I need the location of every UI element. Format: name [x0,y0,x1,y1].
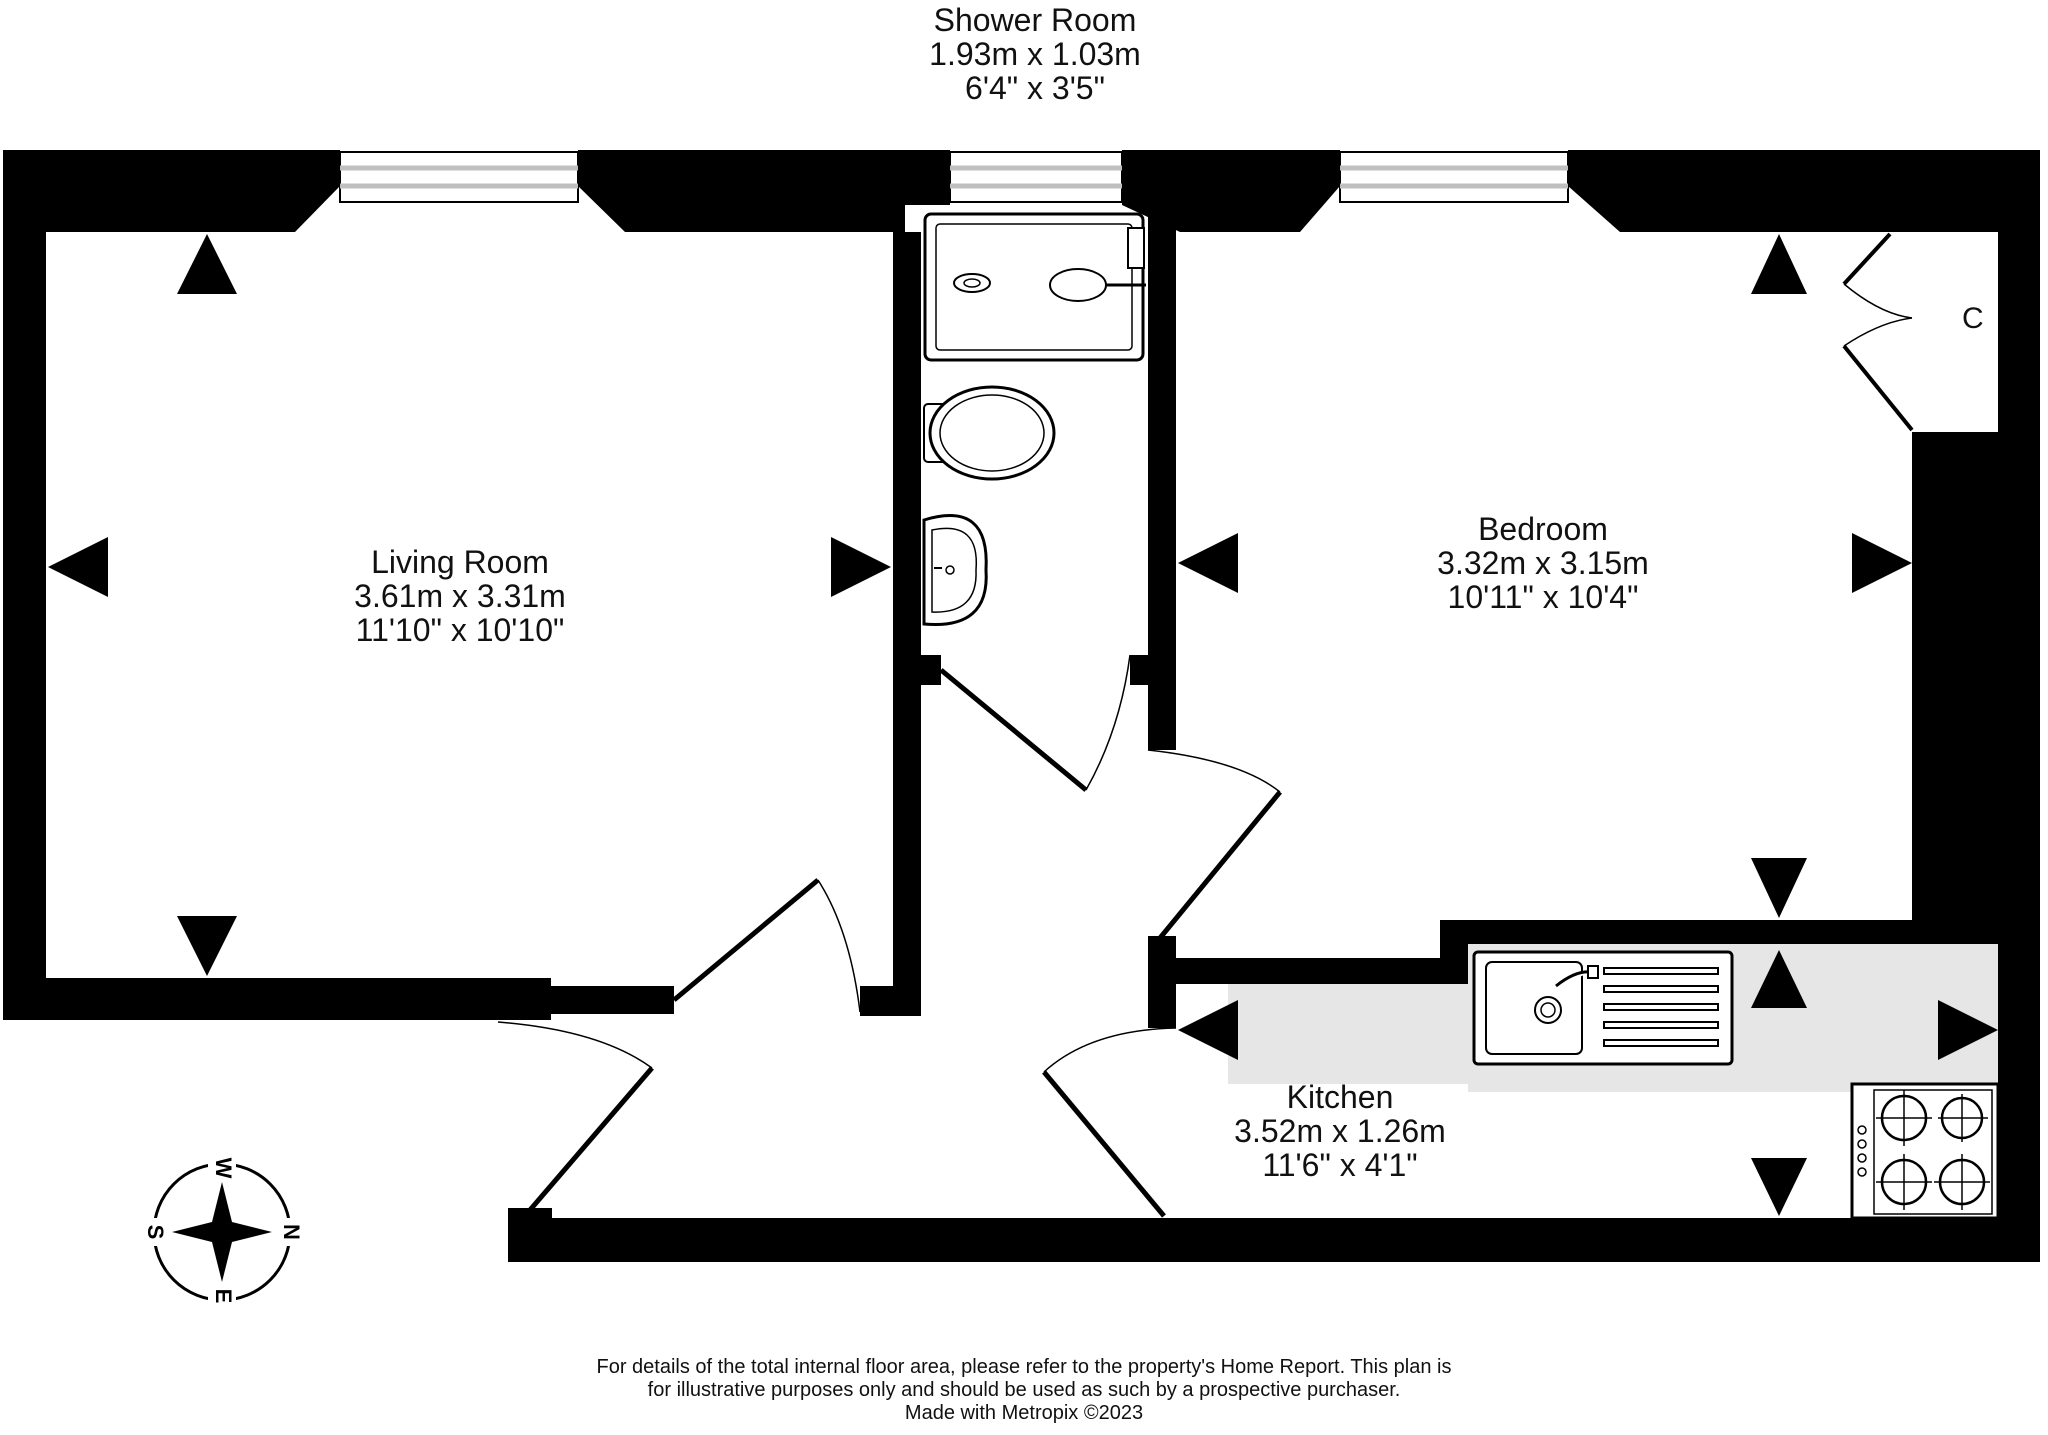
wall-top-shower-a [905,150,950,205]
wall-shower-right [1148,205,1176,655]
room-name: Kitchen [1286,1079,1394,1115]
wall-bedroom-bottom [1176,920,1998,984]
wall-kitchen-left [1148,936,1176,1028]
door-entrance [497,1021,654,1212]
disclaimer-line-1: For details of the total internal floor … [596,1356,1452,1378]
wall-bottom-stub [508,1208,552,1262]
measurement-arrows [48,234,1998,1216]
arrow-kitchen-top [1751,950,1807,1008]
arrow-living-bottom [177,916,237,976]
arrow-kitchen-right [1938,1000,1998,1060]
window-living [339,151,579,203]
shower-fixtures [922,212,1146,627]
arrow-living-left [48,537,108,597]
room-name: Shower Room [933,2,1137,38]
wall-shower-left-stub [893,655,941,685]
kitchen-sink [1472,950,1734,1066]
wall-bottom [508,1218,2040,1262]
shower-tray [923,212,1146,362]
closet-label: C [1962,302,1984,335]
hob [1850,1082,2000,1220]
room-label-living: Living Room 3.61m x 3.31m 11'10" x 10'10… [260,545,660,647]
wall-bottom-living-b [540,986,674,1014]
windows [339,151,1569,203]
wall-living-right-stub [860,986,921,1016]
arrow-bedroom-bottom [1751,858,1807,918]
drainer-ribs [1603,967,1719,1047]
room-label-bedroom: Bedroom 3.32m x 3.15m 10'11" x 10'4" [1343,512,1743,614]
wall-top-living-a [3,150,340,232]
wall-bottom-living [3,978,551,1020]
door-bedroom [1147,749,1282,940]
arrow-bedroom-right [1852,533,1912,593]
compass-north: N [279,1224,304,1240]
toilet [923,385,1056,481]
compass-west: W [211,1158,236,1179]
room-imperial: 11'6" x 4'1" [1262,1147,1418,1183]
wall-top-shower-b [1122,150,1340,232]
compass-east: E [211,1289,236,1304]
room-name: Living Room [371,544,549,580]
walls [3,150,2040,1262]
window-shower [949,151,1123,203]
wall-shower-right-stub [1130,655,1176,685]
arrow-kitchen-bottom [1751,1158,1807,1216]
doors [497,232,1914,1218]
room-label-shower: Shower Room 1.93m x 1.03m 6'4" x 3'5" [835,3,1235,105]
arrow-bedroom-left [1178,533,1238,593]
room-imperial: 11'10" x 10'10" [355,612,565,648]
arrow-living-top [177,234,237,294]
arrow-kitchen-left [1178,1000,1238,1060]
closet-doors [1842,232,1914,432]
compass-south: S [143,1225,168,1240]
wall-left [3,150,46,1020]
door-shower [939,654,1131,792]
disclaimer: For details of the total internal floor … [424,1356,1624,1425]
arrow-living-right [831,537,891,597]
room-metric: 1.93m x 1.03m [929,36,1141,72]
wall-top-living-b [578,150,905,232]
disclaimer-line-2: for illustrative purposes only and shoul… [647,1379,1401,1401]
door-kitchen [1042,1027,1177,1218]
wall-right-bulge [1912,432,2002,944]
room-name: Bedroom [1478,511,1608,547]
compass-icon: W E S N [140,1154,304,1310]
room-imperial: 6'4" x 3'5" [965,70,1105,106]
arrow-bedroom-top [1751,234,1807,294]
wall-right [1998,150,2040,1262]
wall-top-bedroom [1568,150,2040,232]
window-bedroom [1339,151,1569,203]
kitchen-fixtures [1472,950,2000,1220]
wall-living-right [893,232,921,1016]
room-metric: 3.61m x 3.31m [354,578,566,614]
room-metric: 3.32m x 3.15m [1437,545,1649,581]
room-label-kitchen: Kitchen 3.52m x 1.26m 11'6" x 4'1" [1140,1080,1540,1182]
wall-bedroom-left [1148,685,1176,750]
disclaimer-line-3: Made with Metropix ©2023 [904,1402,1144,1424]
door-living [672,878,861,1013]
room-imperial: 10'11" x 10'4" [1447,579,1639,615]
room-metric: 3.52m x 1.26m [1234,1113,1446,1149]
wash-basin [922,514,988,627]
